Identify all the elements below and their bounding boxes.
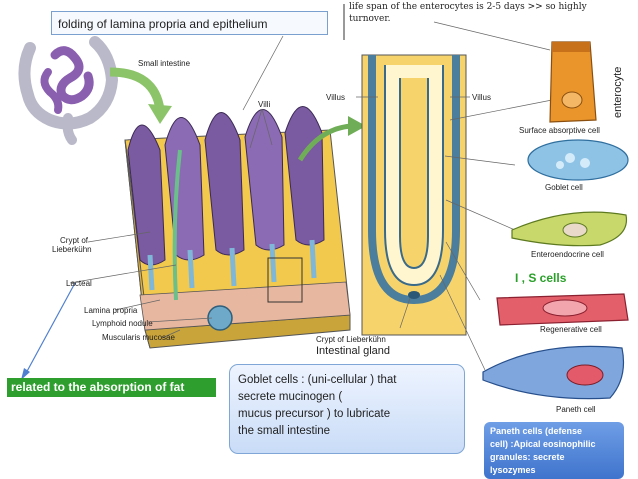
label-lymphoid-nodule: Lymphoid nodule xyxy=(92,319,153,328)
zoom-arrow-2-head xyxy=(348,116,366,136)
label-muscularis-mucosae: Muscularis mucosae xyxy=(102,333,175,342)
cell-goblet xyxy=(527,139,629,181)
label-paneth-cell: Paneth cell xyxy=(556,405,596,414)
zoom-arrow-2 xyxy=(297,123,353,162)
label-enteroendocrine-cell: Enteroendocrine cell xyxy=(531,250,604,259)
small-intestine-illustration xyxy=(18,36,119,145)
label-crypt-bottom: Crypt of Lieberkühn xyxy=(316,335,386,344)
label-surface-absorptive-cell: Surface absorptive cell xyxy=(519,126,600,135)
is-cells-label: I , S cells xyxy=(515,271,567,285)
goblet-line-1: Goblet cells : (uni-cellular ) that xyxy=(238,374,397,386)
folding-callout: folding of lamina propria and epithelium xyxy=(51,11,328,35)
goblet-line-3: mucus precursor ) to lubricate xyxy=(238,408,391,420)
enterocyte-label-wrap: enterocyte xyxy=(606,40,636,120)
paneth-line-3: granules: secrete xyxy=(490,452,565,462)
zoom-arrow-1-head xyxy=(148,104,172,124)
label-lamina-propria: Lamina propria xyxy=(84,306,138,315)
label-regenerative-cell: Regenerative cell xyxy=(540,325,602,334)
label-villi: Villi xyxy=(258,100,271,109)
tissue-block xyxy=(124,106,351,349)
cell-enteroendocrine xyxy=(511,211,628,247)
label-villus-right: Villus xyxy=(472,93,491,102)
paneth-line-4: lysozymes xyxy=(490,465,536,475)
pointer-lines xyxy=(69,21,553,371)
label-crypt-left-1: Crypt of xyxy=(60,236,89,245)
label-crypt-left-2: Lieberkühn xyxy=(52,245,92,254)
goblet-line-2: secrete mucinogen ( xyxy=(238,391,343,403)
cell-regenerative xyxy=(496,293,629,326)
header-text-line2: turnover. xyxy=(349,14,391,24)
intestinal-gland-illustration xyxy=(361,54,467,336)
paneth-line-1: Paneth cells (defense xyxy=(490,426,583,436)
label-lacteal: Lacteal xyxy=(66,279,92,288)
label-small-intestine: Small intestine xyxy=(138,59,191,68)
fat-callout: related to the absorption of fat xyxy=(7,378,216,397)
paneth-callout: Paneth cells (defense cell) :Apical eosi… xyxy=(484,422,624,479)
cell-surface-absorptive xyxy=(549,41,597,123)
cell-paneth xyxy=(482,345,625,400)
goblet-callout: Goblet cells : (uni-cellular ) that secr… xyxy=(229,364,465,454)
label-intestinal-gland: Intestinal gland xyxy=(316,345,390,357)
enterocyte-label: enterocyte xyxy=(612,66,624,118)
zoom-arrow-1 xyxy=(109,67,165,111)
paneth-line-2: cell) :Apical eosinophilic xyxy=(490,439,596,449)
header-text-line1: life span of the enterocytes is 2-5 days… xyxy=(349,2,587,12)
goblet-line-4: the small intestine xyxy=(238,425,331,437)
fat-pointer-head xyxy=(21,368,30,380)
fat-pointer xyxy=(24,282,76,376)
label-villus-left: Villus xyxy=(326,93,345,102)
label-goblet-cell: Goblet cell xyxy=(545,183,583,192)
